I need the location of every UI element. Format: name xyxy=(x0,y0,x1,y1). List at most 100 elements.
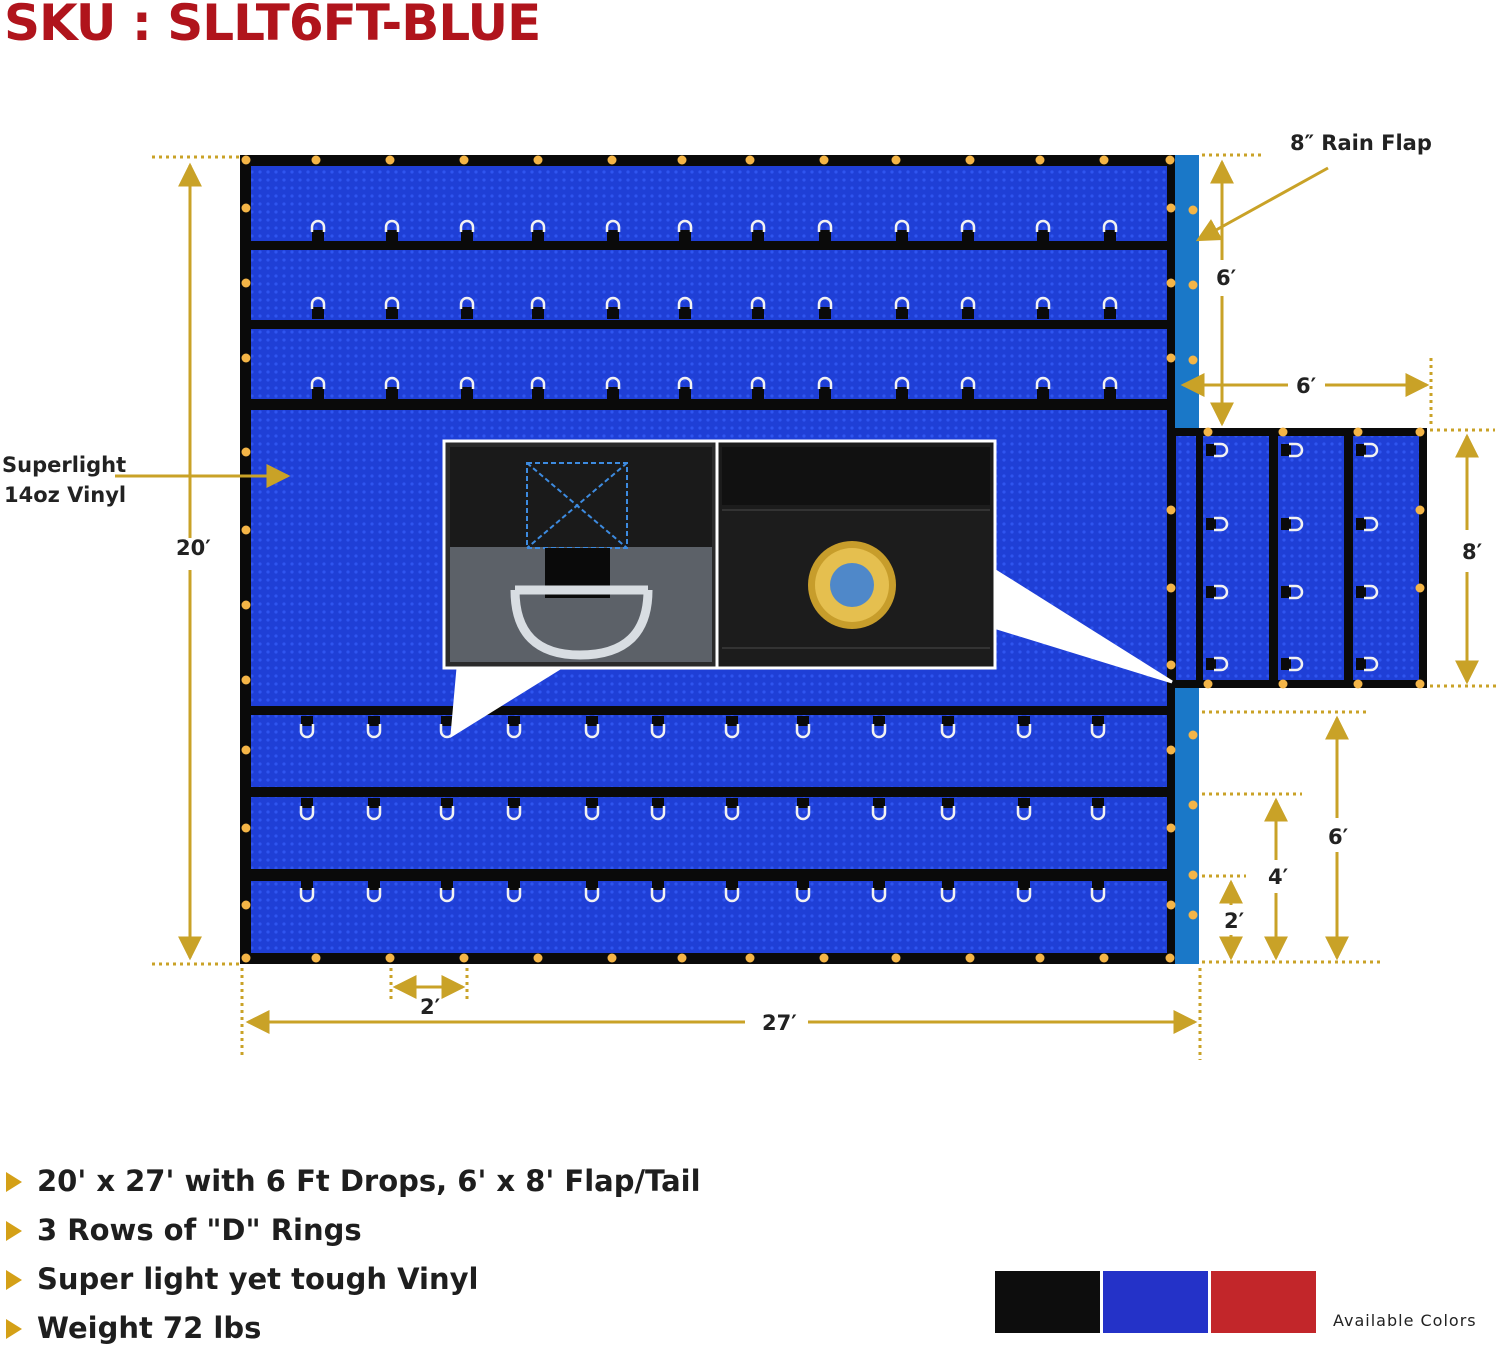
row-4-label: 4′ xyxy=(1268,865,1289,889)
d-ring-icon xyxy=(1206,656,1229,672)
grommet-icon xyxy=(241,155,251,165)
grommet-icon xyxy=(1035,155,1045,165)
d-ring-icon xyxy=(1356,656,1379,672)
d-ring-icon xyxy=(750,376,766,399)
d-ring-icon xyxy=(724,716,740,739)
grommet-icon xyxy=(459,155,469,165)
d-ring-icon xyxy=(584,716,600,739)
grommet-icon xyxy=(1278,679,1288,689)
d-ring-icon xyxy=(530,296,546,319)
grommet-closeup-inset xyxy=(715,439,1173,684)
grommet-icon xyxy=(311,953,321,963)
d-ring-icon xyxy=(1035,376,1051,399)
color-swatch-red[interactable] xyxy=(1211,1271,1316,1333)
grommet-icon xyxy=(459,953,469,963)
d-ring-icon xyxy=(384,376,400,399)
grommet-icon xyxy=(241,745,251,755)
d-ring-icon xyxy=(677,376,693,399)
d-ring-icon xyxy=(1281,516,1304,532)
sku-title: SKU : SLLT6FT-BLUE xyxy=(4,0,541,52)
d-ring-icon xyxy=(1035,296,1051,319)
d-ring-icon xyxy=(960,296,976,319)
d-ring-icon xyxy=(1016,798,1032,821)
d-ring-icon xyxy=(366,798,382,821)
grommet-icon xyxy=(965,155,975,165)
top-drop-label: 6′ xyxy=(1216,266,1237,290)
feature-list: 20' x 27' with 6 Ft Drops, 6' x 8' Flap/… xyxy=(6,1160,701,1356)
d-ring-icon xyxy=(871,880,887,903)
d-ring-icon xyxy=(1206,516,1229,532)
color-swatch-blue[interactable] xyxy=(1103,1271,1208,1333)
d-ring-icon xyxy=(605,296,621,319)
width-dimension-label: 27′ xyxy=(762,1011,797,1035)
d-ring-icon xyxy=(605,219,621,242)
grommet-icon xyxy=(241,823,251,833)
grommet-icon xyxy=(1099,155,1109,165)
row-2-label: 2′ xyxy=(1224,909,1245,933)
d-ring-icon xyxy=(677,296,693,319)
feature-text: 3 Rows of "D" Rings xyxy=(37,1213,362,1247)
d-ring-icon xyxy=(459,219,475,242)
grommet-icon xyxy=(1278,427,1288,437)
grommet-icon xyxy=(241,353,251,363)
grommet-icon xyxy=(533,953,543,963)
d-ring-icon xyxy=(506,880,522,903)
d-ring-icon xyxy=(384,219,400,242)
d-ring-icon xyxy=(584,880,600,903)
grommet-icon xyxy=(965,953,975,963)
d-ring-icon xyxy=(795,880,811,903)
color-swatch-black[interactable] xyxy=(995,1271,1100,1333)
grommet-icon xyxy=(241,953,251,963)
d-ring-icon xyxy=(605,376,621,399)
feature-text: 20' x 27' with 6 Ft Drops, 6' x 8' Flap/… xyxy=(37,1164,701,1198)
feature-item: 3 Rows of "D" Rings xyxy=(6,1209,701,1258)
grommet-icon xyxy=(1203,427,1213,437)
d-ring-icon xyxy=(750,296,766,319)
d-ring-icon xyxy=(940,716,956,739)
d-ring-icon xyxy=(817,296,833,319)
grommet-icon xyxy=(819,953,829,963)
d-ring-icon xyxy=(1206,442,1229,458)
d-ring-icon xyxy=(817,376,833,399)
d-ring-icon xyxy=(459,296,475,319)
ring-spacing-label: 2′ xyxy=(420,995,441,1019)
feature-item: Weight 72 lbs xyxy=(6,1307,701,1356)
arrow-bullet-icon xyxy=(6,1172,22,1192)
d-ring-icon xyxy=(366,880,382,903)
dimension-lines xyxy=(115,153,1497,1060)
d-ring-icon xyxy=(1090,880,1106,903)
grommet-icon xyxy=(819,155,829,165)
d-ring-icon xyxy=(1016,880,1032,903)
bottom-drop-label: 6′ xyxy=(1328,825,1349,849)
d-ring-icon xyxy=(310,219,326,242)
grommet-icon xyxy=(1166,278,1176,288)
grommet-icon xyxy=(677,155,687,165)
grommet-icon xyxy=(241,600,251,610)
d-ring-icon xyxy=(1035,219,1051,242)
d-ring-icon xyxy=(677,219,693,242)
d-ring-icon xyxy=(894,296,910,319)
d-ring-icon xyxy=(1016,716,1032,739)
d-ring-icon xyxy=(1356,516,1379,532)
d-ring-icon xyxy=(1281,442,1304,458)
d-ring-icon xyxy=(795,716,811,739)
grommet-icon xyxy=(891,953,901,963)
grommet-icon xyxy=(1188,205,1198,215)
grommet-icon xyxy=(241,900,251,910)
feature-text: Super light yet tough Vinyl xyxy=(37,1262,479,1296)
grommet-icon xyxy=(607,155,617,165)
grommet-icon xyxy=(241,447,251,457)
d-ring-icon xyxy=(650,880,666,903)
d-ring-icon xyxy=(299,880,315,903)
d-ring-icon xyxy=(299,798,315,821)
grommet-icon xyxy=(385,953,395,963)
grommet-icon xyxy=(891,155,901,165)
d-ring-icon xyxy=(871,798,887,821)
d-ring-icon xyxy=(506,798,522,821)
grommet-icon xyxy=(607,953,617,963)
d-ring-icon xyxy=(439,880,455,903)
d-ring-icon xyxy=(1206,584,1229,600)
grommet-icon xyxy=(1353,679,1363,689)
d-ring-icon xyxy=(960,376,976,399)
d-ring-icon xyxy=(1356,442,1379,458)
